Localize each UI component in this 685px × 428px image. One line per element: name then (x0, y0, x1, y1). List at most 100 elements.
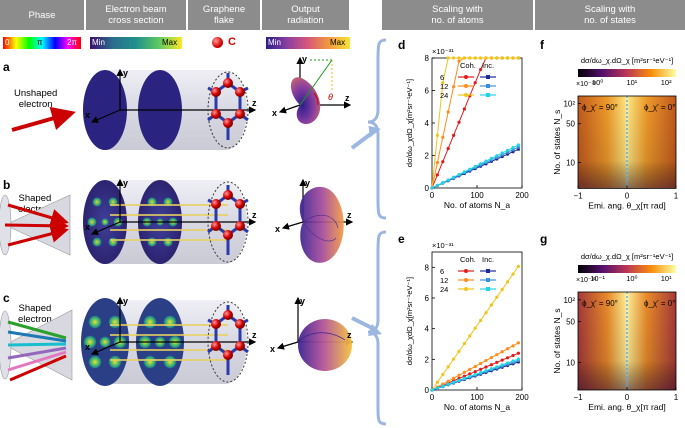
radiation-lobe (290, 77, 321, 125)
y-tick-label: 50 (566, 317, 575, 326)
header-text: Output radiation (287, 4, 324, 26)
radiation-colorbar (266, 37, 350, 49)
data-point (452, 376, 456, 380)
panel-label-c: c (3, 291, 10, 305)
phase-min-label: 0 (5, 38, 10, 47)
graphene-flake (207, 305, 249, 375)
colorbar-exponent: ×10⁻³³ (576, 81, 597, 88)
y-tick-label: 4 (425, 119, 430, 128)
legend-row-label: 12 (440, 276, 448, 285)
x-tick-label: 100 (470, 393, 484, 402)
colorbar-label: dσ/dω_χ.dΩ_χ [m²sr⁻¹eV⁻¹] (581, 56, 673, 65)
data-point (462, 342, 466, 346)
x-tick-label: 200 (515, 191, 529, 200)
header-phase: Phase (0, 0, 84, 30)
phase-max-label: 2π (67, 38, 77, 47)
x-tick-label: 200 (515, 393, 529, 402)
axis-label-x: x (85, 110, 90, 120)
row-a-illustration (11, 56, 352, 150)
row-label-a: Unshaped electron (14, 88, 58, 110)
out-axis-label-x: x (275, 224, 280, 234)
legend-header-coh: Coh. (460, 255, 476, 264)
data-point (441, 135, 445, 139)
data-point (468, 56, 472, 60)
header-output-radiation: Output radiation (262, 0, 349, 30)
data-point (516, 351, 521, 355)
panel-label-a: a (3, 60, 10, 74)
data-point (457, 349, 461, 353)
axis-label-z: z (252, 210, 257, 220)
legend-marker-coh (464, 269, 468, 273)
annotation-right: ϕ_χ' = 0° (644, 103, 675, 112)
data-point (446, 146, 450, 151)
y-tick-label: 2 (425, 355, 430, 364)
data-point (516, 341, 521, 345)
phase-colorbar (3, 37, 81, 49)
colorbar-tick: 10⁻¹ (590, 274, 605, 283)
legend-marker-coh (464, 75, 468, 79)
electron-arrow (11, 106, 76, 132)
data-point (484, 365, 488, 369)
flake-outline (207, 301, 249, 383)
data-point (500, 56, 504, 60)
plot-frame (431, 251, 523, 391)
row-b-illustration (0, 178, 354, 264)
data-point (489, 156, 493, 160)
data-point (462, 374, 466, 378)
axis-label-z: z (252, 98, 257, 108)
data-point (468, 167, 472, 171)
data-point (452, 56, 456, 60)
out-axis-label-y: y (300, 296, 305, 306)
data-point (479, 162, 483, 166)
axis-label-y: y (123, 296, 128, 306)
flake-outline (207, 71, 249, 149)
data-point (457, 59, 461, 63)
x-axis-label: Emi. ang. θ_χ[π rad] (588, 200, 665, 210)
data-point (506, 148, 510, 152)
legend-header-coh: Coh. (460, 61, 476, 70)
data-point (435, 173, 439, 177)
data-point (435, 133, 439, 137)
data-point (506, 56, 510, 60)
legend-marker-inc (486, 75, 490, 79)
legend-row-label: 6 (440, 267, 444, 276)
axis-label-x: x (85, 342, 90, 352)
legend-row-label: 24 (440, 91, 448, 100)
data-point (479, 371, 483, 375)
data-point (473, 364, 477, 369)
data-point (452, 85, 456, 89)
data-point (484, 358, 488, 363)
x-tick-label: −1 (573, 393, 583, 402)
data-point (446, 365, 450, 369)
carbon-atom-icon (212, 37, 223, 48)
axis-label-x: x (85, 222, 90, 232)
header-text: Electron beam cross section (105, 4, 167, 26)
colorbar-tick: 10⁰ (626, 274, 637, 283)
out-axis-label-z: z (345, 93, 350, 103)
y-tick-label: 0 (425, 386, 430, 395)
x-axis-label: No. of atoms N_a (444, 402, 510, 412)
data-point (511, 272, 515, 276)
legend-marker-inc (486, 93, 490, 97)
data-point (473, 326, 477, 330)
data-point (489, 56, 493, 60)
panel-label-b: b (3, 178, 11, 192)
header-graphene-flake: Graphene flake (188, 0, 260, 30)
out-axis-label-y: y (302, 54, 307, 64)
data-point (457, 373, 461, 377)
y-tick-label: 50 (566, 120, 575, 129)
data-point (435, 386, 439, 390)
data-point (511, 359, 515, 363)
data-point (452, 175, 456, 179)
graphene-flake (207, 185, 249, 255)
colorbar-label: dσ/dω_χ.dΩ_χ [m²sr⁻¹eV⁻¹] (581, 252, 673, 261)
data-point (430, 388, 434, 392)
data-point (489, 367, 493, 371)
brace-lower (367, 230, 387, 426)
radiation-max-label: Max (330, 38, 346, 47)
exponent-label: ×10⁻³¹ (432, 47, 454, 56)
data-point (495, 360, 499, 364)
